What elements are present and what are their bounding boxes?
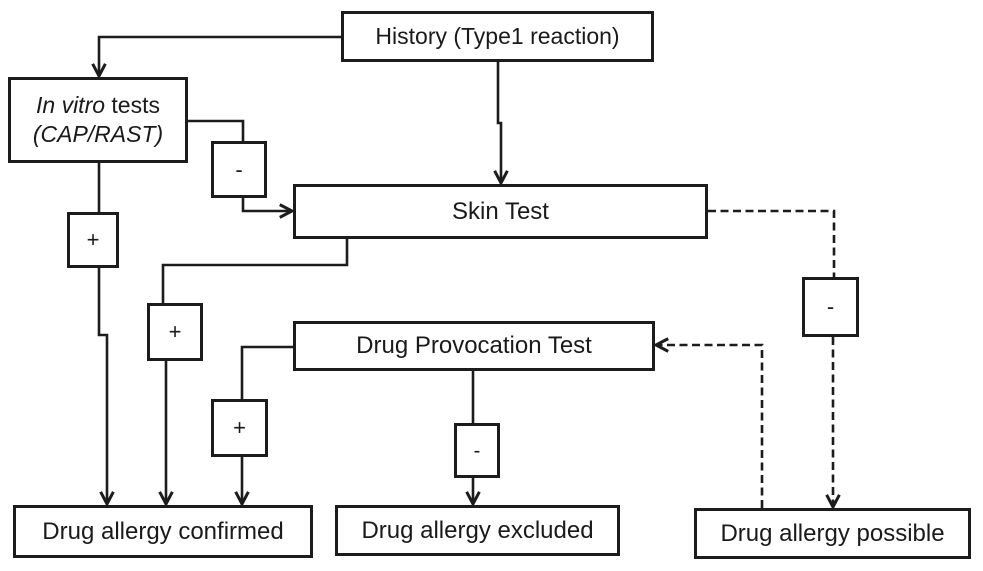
- edge-plus-badge-to-confirmed: [97, 268, 107, 504]
- edge-provocation-to-plus-badge: [240, 345, 293, 399]
- badge-provocation-positive: +: [211, 399, 268, 457]
- node-drug-allergy-confirmed-label: Drug allergy confirmed: [42, 517, 284, 545]
- edge-minus-badge-to-skintest: [241, 198, 292, 211]
- badge-skin-negative-label: -: [826, 294, 835, 319]
- node-drug-allergy-possible-label: Drug allergy possible: [720, 519, 945, 547]
- node-drug-allergy-excluded-label: Drug allergy excluded: [361, 516, 594, 544]
- invitro-italic-text: In vitro: [36, 92, 106, 119]
- invitro-regular-text: tests: [105, 92, 160, 119]
- node-drug-provocation-test-label: Drug Provocation Test: [356, 332, 592, 359]
- badge-invitro-positive: +: [67, 212, 119, 268]
- badge-invitro-positive-label: +: [86, 227, 100, 252]
- edge-possible-to-provocation-dashed: [656, 345, 764, 508]
- badge-provocation-positive-label: +: [233, 415, 246, 440]
- badge-skin-positive: +: [147, 303, 203, 361]
- badge-provocation-negative-label: -: [473, 439, 481, 462]
- node-skin-test: Skin Test: [293, 184, 708, 239]
- badge-invitro-negative: -: [211, 141, 267, 198]
- node-invitro-label: In vitro tests (CAP/RAST): [33, 91, 163, 149]
- invitro-cap-rast-text: (CAP/RAST): [32, 121, 164, 147]
- badge-skin-negative: -: [802, 277, 859, 337]
- node-drug-allergy-possible: Drug allergy possible: [694, 508, 971, 559]
- badge-invitro-negative-label: -: [235, 156, 243, 182]
- node-drug-provocation-test: Drug Provocation Test: [293, 321, 655, 371]
- node-history-label: History (Type1 reaction): [375, 23, 620, 50]
- edge-history-to-skintest: [498, 62, 501, 183]
- node-history: History (Type1 reaction): [341, 11, 654, 62]
- edge-history-to-invitro: [99, 35, 341, 76]
- node-skin-test-label: Skin Test: [452, 197, 549, 225]
- edge-skintest-to-plus-badge: [161, 239, 349, 303]
- node-invitro-tests: In vitro tests (CAP/RAST): [8, 77, 188, 163]
- edge-invitro-to-minus-badge: [188, 119, 245, 141]
- edge-skintest-to-minus-badge-dashed: [708, 209, 836, 277]
- node-drug-allergy-confirmed: Drug allergy confirmed: [13, 505, 313, 558]
- node-drug-allergy-excluded: Drug allergy excluded: [335, 505, 620, 556]
- badge-provocation-negative: -: [454, 423, 500, 478]
- badge-skin-positive-label: +: [168, 319, 182, 344]
